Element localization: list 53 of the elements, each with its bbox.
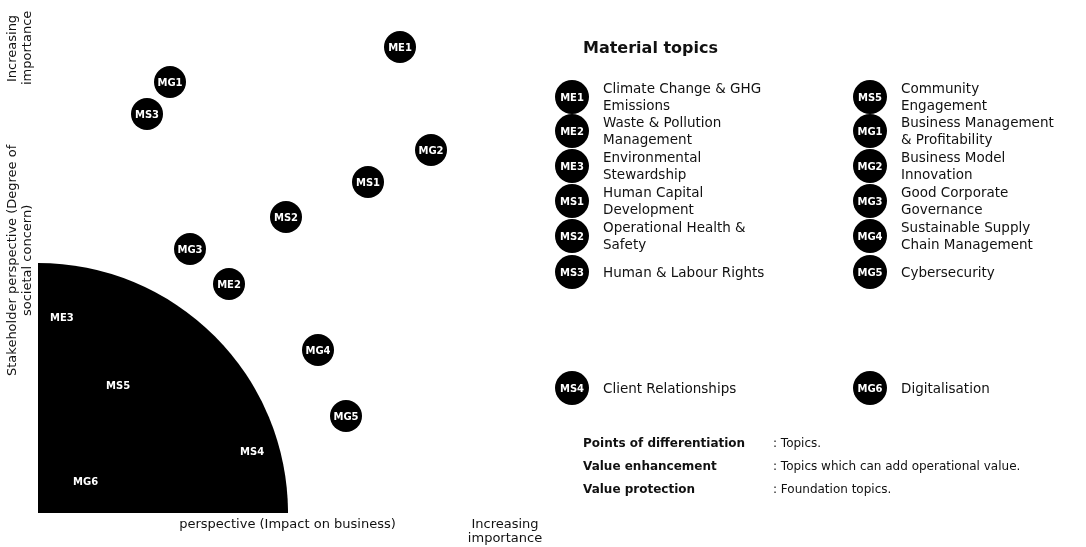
topic-marker: ME2 bbox=[213, 268, 245, 300]
topic-badge: MG2 bbox=[853, 149, 887, 183]
term-definition: : Topics which can add operational value. bbox=[773, 459, 1022, 473]
topic-name: Cybersecurity bbox=[901, 263, 996, 281]
topic-marker: MS2 bbox=[270, 201, 302, 233]
topic-code: MS4 bbox=[240, 446, 265, 457]
axis-label: Increasing importance bbox=[466, 517, 544, 545]
topic-marker: MG1 bbox=[154, 66, 186, 98]
topic-code: MG6 bbox=[73, 476, 99, 487]
topic-marker: MG5 bbox=[330, 400, 362, 432]
axis-title: Stakeholder perspective (Degree of societal concern) bbox=[4, 143, 34, 378]
topic-name: Climate Change & GHG Emissions bbox=[603, 80, 763, 114]
topic-name: Community Engagement bbox=[901, 80, 989, 114]
topic-name: Digitalisation bbox=[901, 379, 991, 397]
topic-marker: MG3 bbox=[174, 233, 206, 265]
topic-name: Operational Health & Safety bbox=[603, 219, 747, 253]
topic-marker: MS3 bbox=[131, 98, 163, 130]
topic-name: Good Corporate Governance bbox=[901, 184, 1010, 218]
term-definition: : Foundation topics. bbox=[773, 482, 893, 496]
axis-title: perspective (Impact on business) bbox=[178, 517, 397, 531]
topic-name: Human Capital Development bbox=[603, 184, 705, 218]
topic-badge: MG5 bbox=[853, 255, 887, 289]
topic-name: Waste & Pollution Management bbox=[603, 114, 723, 148]
topic-name: Business Model Innovation bbox=[901, 149, 1007, 183]
topic-badge: ME3 bbox=[555, 149, 589, 183]
term-label: Points of differentiation bbox=[583, 436, 747, 450]
topic-name: Human & Labour Rights bbox=[603, 263, 766, 281]
topic-badge: ME1 bbox=[555, 80, 589, 114]
topic-marker: MG4 bbox=[302, 334, 334, 366]
topic-badge: MG6 bbox=[853, 371, 887, 405]
topic-marker: ME1 bbox=[384, 31, 416, 63]
topic-name: Business Management & Profitability bbox=[901, 114, 1055, 148]
axis-label: Increasing importance bbox=[4, 9, 34, 88]
topic-badge: MS2 bbox=[555, 219, 589, 253]
legend-title: Material topics bbox=[583, 38, 720, 57]
topic-badge: MG3 bbox=[853, 184, 887, 218]
topic-marker: MG2 bbox=[415, 134, 447, 166]
topic-marker: MS1 bbox=[352, 166, 384, 198]
topic-badge: MS4 bbox=[555, 371, 589, 405]
topic-badge: MG4 bbox=[853, 219, 887, 253]
term-label: Value enhancement bbox=[583, 459, 718, 473]
topic-name: Environmental Stewardship bbox=[603, 149, 703, 183]
topic-badge: ME2 bbox=[555, 114, 589, 148]
topic-badge: MS5 bbox=[853, 80, 887, 114]
topic-name: Client Relationships bbox=[603, 379, 738, 397]
topic-code: MS5 bbox=[106, 380, 131, 391]
topic-badge: MG1 bbox=[853, 114, 887, 148]
topic-badge: MS3 bbox=[555, 255, 589, 289]
topic-code: ME3 bbox=[50, 312, 74, 323]
topic-name: Sustainable Supply Chain Management bbox=[901, 219, 1034, 253]
topic-badge: MS1 bbox=[555, 184, 589, 218]
term-label: Value protection bbox=[583, 482, 697, 496]
term-definition: : Topics. bbox=[773, 436, 823, 450]
